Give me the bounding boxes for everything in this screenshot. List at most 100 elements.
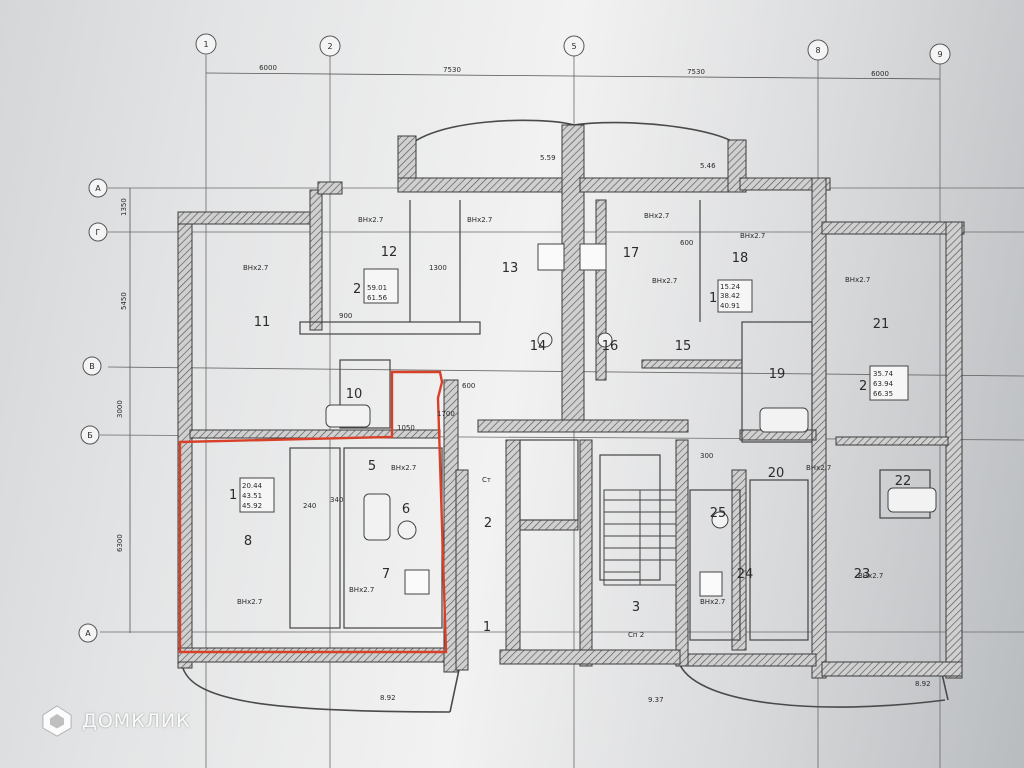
- room-number: 15: [675, 339, 692, 354]
- watermark-text: ДОМКЛИК: [82, 710, 191, 732]
- svg-text:600: 600: [462, 382, 475, 390]
- apartment-area-box: 1 15.24 38.42 40.91: [709, 279, 753, 313]
- room-number: 8: [244, 534, 252, 549]
- svg-text:Б: Б: [87, 431, 93, 440]
- svg-text:ВНх2.7: ВНх2.7: [845, 276, 870, 284]
- svg-text:5.59: 5.59: [540, 154, 556, 162]
- svg-text:2: 2: [353, 282, 361, 297]
- wall-dimension-labels: 1300 900 600 600 1050 240 340 300 1700 5…: [303, 154, 931, 704]
- room-number: 21: [873, 317, 890, 332]
- room-number: 14: [530, 339, 547, 354]
- svg-text:9: 9: [937, 50, 942, 59]
- highlighted-apartment-outline: [178, 370, 448, 654]
- svg-text:ВНх2.7: ВНх2.7: [806, 464, 831, 472]
- svg-text:А: А: [85, 629, 91, 638]
- room-number: 3: [632, 600, 640, 615]
- svg-text:240: 240: [303, 502, 316, 510]
- axis-markers-top: [195, 33, 951, 65]
- svg-text:35.74: 35.74: [873, 370, 894, 378]
- room-number: 5: [368, 459, 376, 474]
- svg-text:340: 340: [330, 496, 343, 504]
- svg-text:15.24: 15.24: [720, 283, 741, 291]
- svg-text:Г: Г: [96, 228, 101, 237]
- svg-text:20.44: 20.44: [242, 482, 263, 490]
- svg-text:2: 2: [859, 379, 867, 394]
- svg-text:ВНх2.7: ВНх2.7: [467, 216, 492, 224]
- apartment-area-box: 1 20.44 43.51 45.92: [229, 477, 275, 513]
- svg-text:1: 1: [229, 488, 237, 503]
- dimension-lines: [129, 72, 941, 633]
- svg-text:7530: 7530: [687, 68, 705, 76]
- room-number: 17: [623, 246, 640, 261]
- axis-labels-top: 1 2 5 8 9: [203, 40, 942, 59]
- staircase: [603, 489, 677, 586]
- svg-text:ВНх2.7: ВНх2.7: [391, 464, 416, 472]
- svg-text:38.42: 38.42: [720, 292, 740, 300]
- room-number: 24: [737, 567, 754, 582]
- room-number: 19: [769, 367, 786, 382]
- room-number: 6: [402, 502, 410, 517]
- room-number: 25: [710, 506, 727, 521]
- svg-text:ВНх2.7: ВНх2.7: [700, 598, 725, 606]
- svg-text:3000: 3000: [116, 400, 124, 418]
- svg-text:Ст: Ст: [482, 476, 491, 484]
- svg-text:61.56: 61.56: [367, 294, 388, 302]
- svg-text:A: A: [95, 184, 101, 193]
- domclick-logo-icon: [42, 705, 72, 737]
- walls: [177, 124, 965, 679]
- svg-text:ВНх2.7: ВНх2.7: [349, 586, 374, 594]
- room-number: 16: [602, 339, 619, 354]
- svg-text:40.91: 40.91: [720, 302, 740, 310]
- svg-text:900: 900: [339, 312, 352, 320]
- room-number: 18: [732, 251, 749, 266]
- svg-text:1350: 1350: [120, 198, 128, 216]
- svg-text:ВНх2.7: ВНх2.7: [858, 572, 883, 580]
- svg-text:ВНх2.7: ВНх2.7: [644, 212, 669, 220]
- room-number: 11: [254, 315, 271, 330]
- apartment-area-box: 2 59.01 61.56: [353, 268, 399, 304]
- svg-text:45.92: 45.92: [242, 502, 262, 510]
- svg-text:1050: 1050: [397, 424, 415, 432]
- left-dimension-labels: 1350 5450 3000 6300: [116, 198, 128, 552]
- svg-text:300: 300: [700, 452, 713, 460]
- room-number: 13: [502, 261, 519, 276]
- svg-text:2: 2: [327, 42, 332, 51]
- svg-text:5450: 5450: [120, 292, 128, 310]
- watermark: ДОМКЛИК: [40, 703, 191, 739]
- svg-text:1: 1: [709, 291, 717, 306]
- room-number: 20: [768, 466, 785, 481]
- ventilation-tags: ВНх2.7 ВНх2.7 ВНх2.7 ВНх2.7 ВНх2.7 ВНх2.…: [237, 212, 883, 639]
- room-number: 7: [382, 567, 390, 582]
- room-number: 12: [381, 245, 398, 260]
- svg-text:6000: 6000: [871, 70, 889, 78]
- svg-text:ВНх2.7: ВНх2.7: [237, 598, 262, 606]
- svg-text:59.01: 59.01: [367, 284, 387, 292]
- room-number: 22: [895, 474, 912, 489]
- svg-text:1300: 1300: [429, 264, 447, 272]
- svg-text:7530: 7530: [443, 66, 461, 74]
- room-numbers: 1 2 3 5 6 7 8 10 11 12 13 14 15 16 17 18…: [244, 245, 911, 635]
- top-dimension-labels: 6000 7530 7530 6000: [259, 64, 889, 78]
- svg-text:5.46: 5.46: [700, 162, 716, 170]
- svg-text:63.94: 63.94: [873, 380, 894, 388]
- svg-text:5: 5: [571, 42, 576, 51]
- svg-text:66.35: 66.35: [873, 390, 893, 398]
- svg-text:6000: 6000: [259, 64, 277, 72]
- axis-markers-left: [78, 178, 108, 643]
- svg-text:6300: 6300: [116, 534, 124, 552]
- kitchen-stoves: [404, 243, 723, 597]
- room-number: 23: [854, 567, 871, 582]
- svg-text:8.92: 8.92: [380, 694, 396, 702]
- apartment-area-box: 2 35.74 63.94 66.35: [859, 365, 909, 401]
- svg-text:Сп 2: Сп 2: [628, 631, 644, 639]
- partitions: [289, 200, 931, 641]
- room-number: 10: [346, 387, 363, 402]
- axis-labels-left: A Г В Б А: [85, 184, 101, 638]
- svg-text:1: 1: [203, 40, 208, 49]
- svg-text:8: 8: [815, 46, 820, 55]
- svg-text:В: В: [89, 362, 95, 371]
- svg-text:9.37: 9.37: [648, 696, 664, 704]
- svg-text:ВНх2.7: ВНх2.7: [652, 277, 677, 285]
